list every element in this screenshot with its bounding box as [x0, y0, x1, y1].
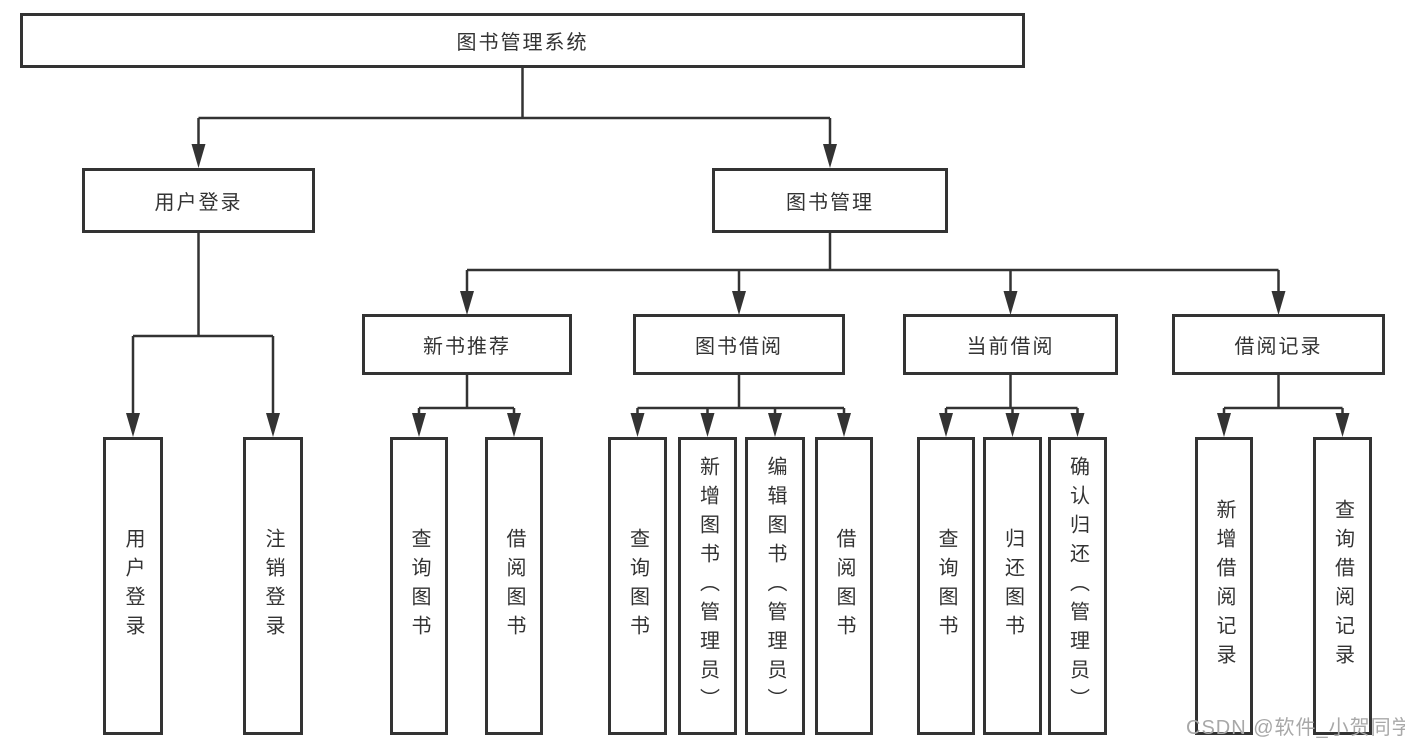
- node-user-login: 用户登录: [82, 168, 315, 233]
- leaf-query-books-borrowing: 查询图书: [608, 437, 667, 735]
- node-new-book-recommendation: 新书推荐: [362, 314, 572, 375]
- leaf-query-borrow-record: 查询借阅记录: [1313, 437, 1372, 735]
- leaf-borrow-books-borrowing: 借阅图书: [815, 437, 873, 735]
- node-book-management: 图书管理: [712, 168, 948, 233]
- node-current-borrowing: 当前借阅: [903, 314, 1118, 375]
- leaf-return-books: 归还图书: [983, 437, 1042, 735]
- leaf-add-borrow-record: 新增借阅记录: [1195, 437, 1253, 735]
- leaf-borrow-books-recommend: 借阅图书: [485, 437, 543, 735]
- node-library-system: 图书管理系统: [20, 13, 1025, 68]
- node-borrowing-records: 借阅记录: [1172, 314, 1385, 375]
- leaf-edit-book-admin: 编辑图书（管理员）: [745, 437, 805, 735]
- csdn-watermark: CSDN @软件_小贺同学: [1186, 717, 1405, 739]
- leaf-query-books-recommend: 查询图书: [390, 437, 448, 735]
- leaf-user-login: 用户登录: [103, 437, 163, 735]
- leaf-logout: 注销登录: [243, 437, 303, 735]
- leaf-confirm-return-admin: 确认归还（管理员）: [1048, 437, 1107, 735]
- leaf-query-books-current: 查询图书: [917, 437, 975, 735]
- node-book-borrowing: 图书借阅: [633, 314, 845, 375]
- leaf-add-book-admin: 新增图书（管理员）: [678, 437, 737, 735]
